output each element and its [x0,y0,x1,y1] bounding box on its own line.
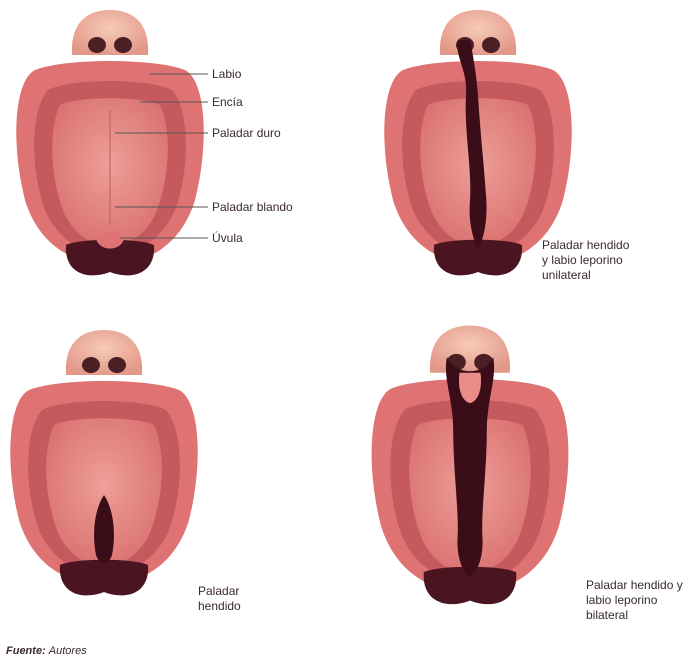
label-encia: Encía [212,95,243,110]
mouth [372,357,569,604]
nose [430,326,510,373]
source-value: Autores [49,645,87,657]
source-label: Fuente: [6,645,46,657]
caption-bilateral: Paladar hendido y labio leporino bilater… [586,578,683,623]
label-uvula: Úvula [212,231,243,246]
panel-unilateral [384,10,571,275]
panel-cleft-palate [10,330,197,595]
source-note: Fuente: Autores [6,645,87,657]
panel-bilateral [372,326,569,605]
nose [440,10,516,55]
panel-normal [16,10,208,275]
nose [72,10,148,55]
mouth [16,61,203,275]
caption-cleft-palate: Paladar hendido [198,584,241,614]
label-paladar-duro: Paladar duro [212,126,281,141]
caption-unilateral: Paladar hendido y labio leporino unilate… [542,238,629,283]
label-labio: Labio [212,67,241,82]
nose [66,330,142,375]
mouth [10,381,197,595]
label-paladar-blando: Paladar blando [212,200,293,215]
